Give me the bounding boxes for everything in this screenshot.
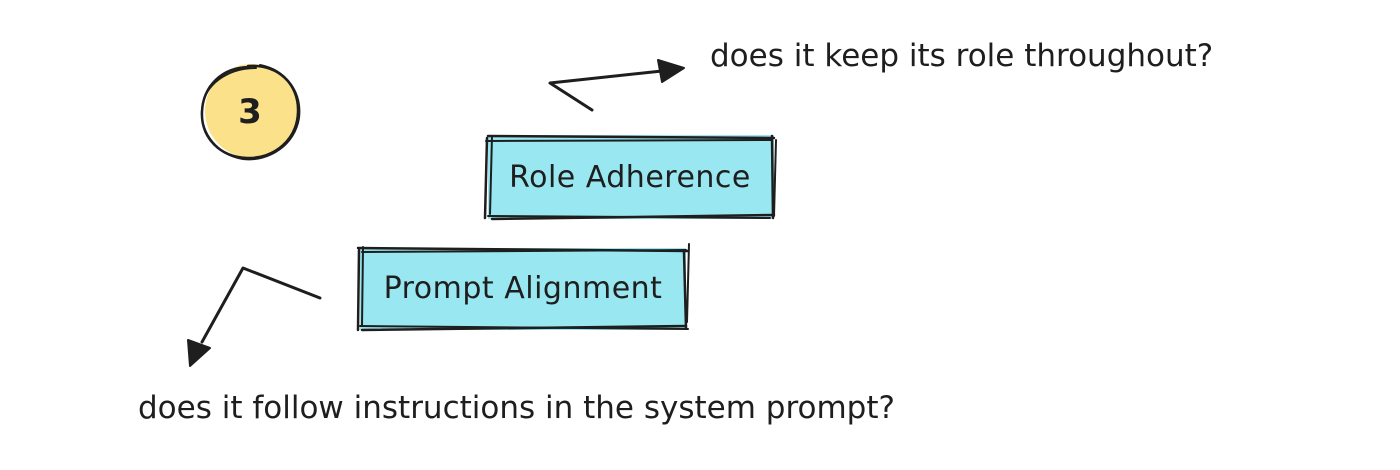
arrow-down-left-icon <box>187 266 322 367</box>
role-question-annotation: does it keep its role throughout? <box>710 38 1214 74</box>
prompt-alignment-box: Prompt Alignment <box>356 242 690 334</box>
role-adherence-box-shape <box>483 134 777 221</box>
step-badge: 3 <box>198 62 302 162</box>
step-number: 3 <box>238 92 262 132</box>
role-adherence-box: Role Adherence <box>483 132 777 222</box>
prompt-alignment-label: Prompt Alignment <box>383 270 663 306</box>
prompt-question-annotation: does it follow instructions in the syste… <box>138 390 895 426</box>
prompt-alignment-box-shape <box>356 243 690 332</box>
step-circle-icon <box>200 64 301 161</box>
arrow-right-icon <box>548 59 685 112</box>
role-adherence-label: Role Adherence <box>509 159 751 195</box>
